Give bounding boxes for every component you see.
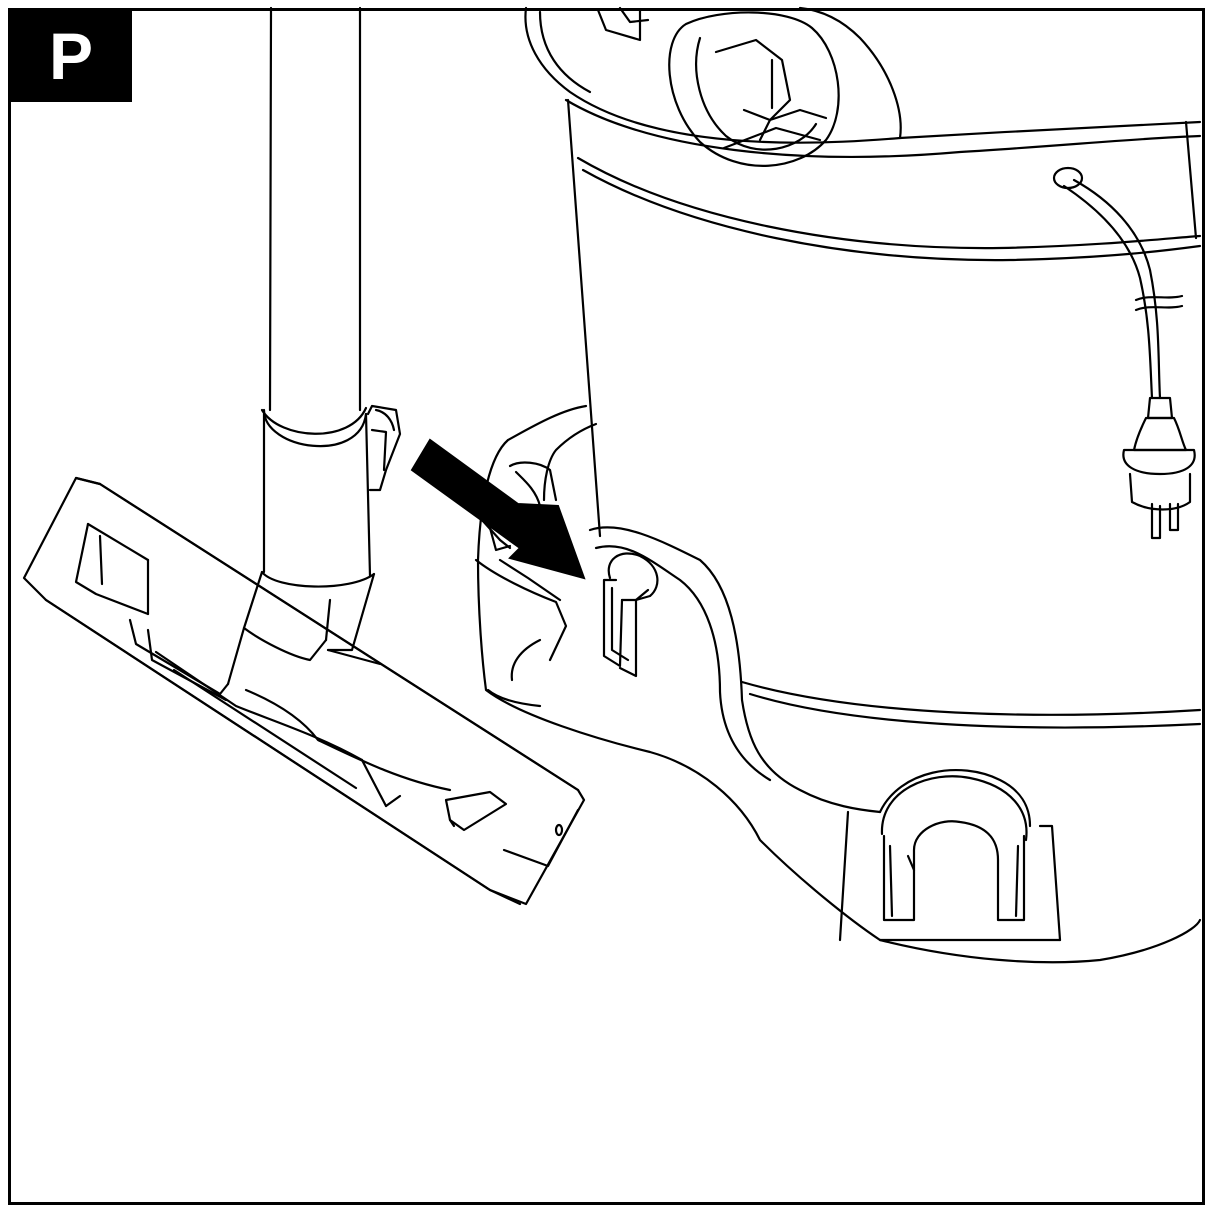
floor-nozzle-assembly (24, 8, 584, 904)
step-label: P (10, 10, 132, 102)
direction-arrow (412, 440, 584, 578)
nozzle-holder-slot (590, 527, 880, 812)
base-handle (840, 770, 1060, 940)
figure-frame (8, 8, 1205, 1205)
suction-tube (270, 8, 271, 410)
hose-port (669, 12, 838, 165)
power-cord (1074, 180, 1160, 398)
floor-nozzle (24, 478, 584, 904)
vacuum-lid (525, 8, 1200, 143)
power-plug-icon (1123, 398, 1194, 538)
dust-tank (568, 100, 600, 536)
vacuum-cleaner (476, 8, 1200, 962)
vacuum-base (478, 406, 1200, 962)
